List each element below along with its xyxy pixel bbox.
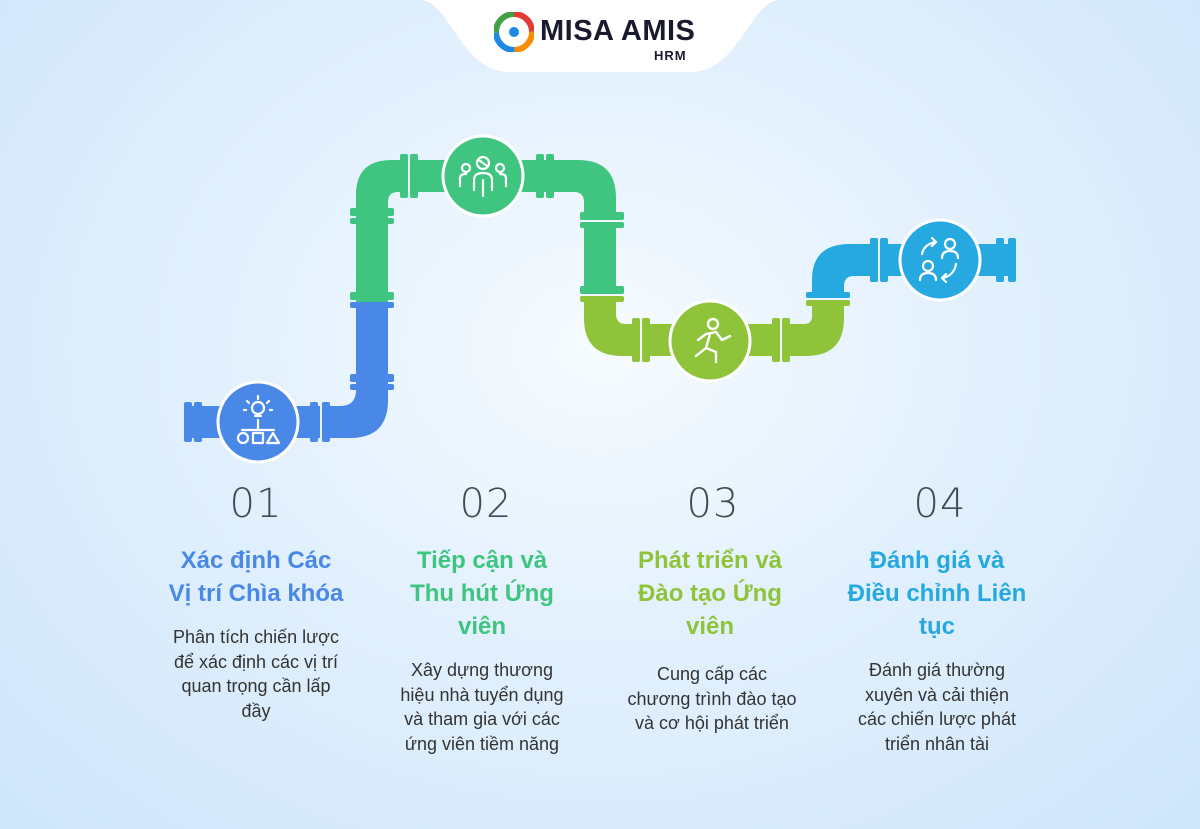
brand-name: MISA AMIS (540, 15, 696, 47)
step-3-title: Phát triển và Đào tạo Ứng viên (637, 547, 783, 640)
step-4-number: 04 (913, 481, 967, 527)
step-2-title: Tiếp cận và Thu hút Ứng viên (410, 547, 554, 640)
running-person-icon (668, 299, 752, 383)
step-2-number: 02 (459, 481, 513, 527)
brand-sub: HRM (654, 48, 687, 63)
step-2-description: Xây dựng thương hiệu nhà tuyển dụng và t… (400, 660, 564, 754)
people-group-icon (441, 134, 525, 218)
step-1-title: Xác định Các Vị trí Chìa khóa (168, 547, 344, 607)
step-4-title: Đánh giá và Điều chỉnh Liên tục (847, 547, 1027, 640)
step-1-description: Phân tích chiến lược để xác định các vị … (173, 627, 339, 721)
step-4-description: Đánh giá thường xuyên và cải thiện các c… (858, 660, 1016, 754)
step-1-number: 01 (229, 481, 283, 527)
step-3-description: Cung cấp các chương trình đào tạo và cơ … (627, 664, 797, 733)
logo-tab (420, 0, 780, 72)
misa-logo-icon (494, 12, 534, 52)
step-3-number: 03 (686, 481, 740, 527)
lightbulb-shapes-icon (216, 380, 300, 464)
people-cycle-icon (898, 218, 982, 302)
